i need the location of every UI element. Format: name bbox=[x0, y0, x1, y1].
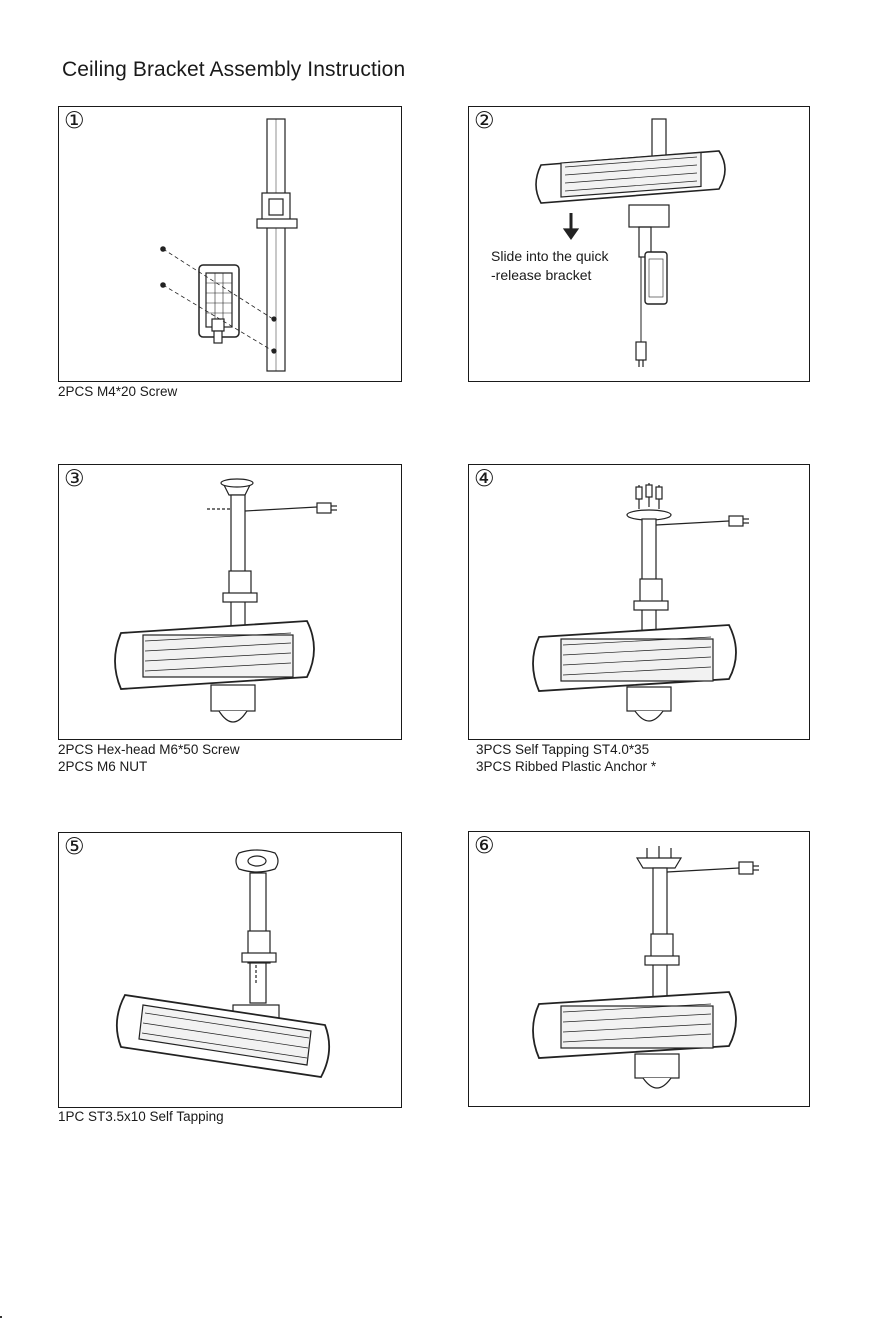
caption-line: 2PCS Hex-head M6*50 Screw bbox=[58, 741, 240, 758]
step-1-panel: ① bbox=[58, 106, 402, 382]
step-3-panel: ③ bbox=[58, 464, 402, 740]
caption-line: 2PCS M4*20 Screw bbox=[58, 383, 177, 400]
step-5-panel: ⑤ bbox=[58, 832, 402, 1108]
anchor-screws bbox=[636, 483, 662, 509]
step-4-illustration bbox=[469, 465, 808, 738]
step-6-panel: ⑥ bbox=[468, 831, 810, 1107]
step-1-caption: 2PCS M4*20 Screw bbox=[58, 383, 177, 400]
caption-line: 3PCS Ribbed Plastic Anchor * bbox=[476, 758, 656, 775]
step-5-illustration bbox=[59, 833, 400, 1106]
step-2-panel: ② Slide into the quick -release b bbox=[468, 106, 810, 382]
step-1-illustration bbox=[59, 107, 400, 380]
step-4-caption: 3PCS Self Tapping ST4.0*35 3PCS Ribbed P… bbox=[476, 741, 656, 775]
step-3-caption: 2PCS Hex-head M6*50 Screw 2PCS M6 NUT bbox=[58, 741, 240, 775]
caption-line: 2PCS M6 NUT bbox=[58, 758, 240, 775]
page-edge-mark bbox=[0, 1316, 2, 1318]
step-3-illustration bbox=[59, 465, 400, 738]
step-2-illustration bbox=[469, 107, 808, 380]
slide-instruction-callout: Slide into the quick -release bracket bbox=[491, 247, 609, 285]
step-4-panel: ④ bbox=[468, 464, 810, 740]
caption-line: 3PCS Self Tapping ST4.0*35 bbox=[476, 741, 656, 758]
step-5-caption: 1PC ST3.5x10 Self Tapping bbox=[58, 1108, 224, 1125]
page-title: Ceiling Bracket Assembly Instruction bbox=[62, 58, 405, 82]
caption-line: 1PC ST3.5x10 Self Tapping bbox=[58, 1108, 224, 1125]
step-6-illustration bbox=[469, 832, 808, 1105]
